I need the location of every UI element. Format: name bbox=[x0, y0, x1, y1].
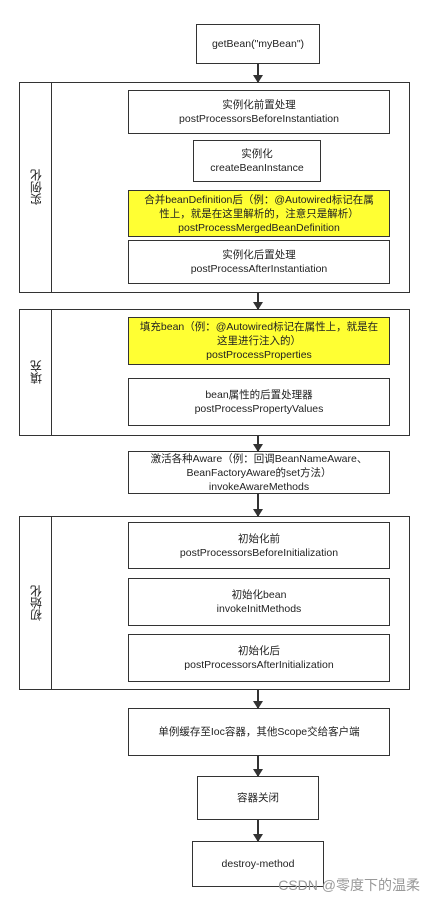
node-aware-line1: 激活各种Aware（例：回调BeanNameAware、 bbox=[150, 452, 368, 465]
group-instantiation-label: 实例化 bbox=[29, 169, 44, 206]
node-singleton-cache: 单例缓存至Ioc容器，其他Scope交给客户端 bbox=[128, 708, 390, 756]
node-invoke-init-line1: 初始化bean bbox=[231, 589, 287, 601]
group-populate-divider bbox=[51, 309, 52, 436]
arrow-cache-to-close bbox=[253, 756, 263, 777]
node-property-values-line1: bean属性的后置处理器 bbox=[205, 389, 313, 401]
node-merged-bean-definition: 合并beanDefinition后（例：@Autowired标记在属 性上，就是… bbox=[128, 190, 390, 237]
node-populate-properties: 填充bean（例：@Autowired标记在属性上，就是在 这里进行注入的） p… bbox=[128, 317, 390, 365]
node-before-init-line2: postProcessorsBeforeInitialization bbox=[179, 546, 339, 559]
group-initialization bbox=[19, 516, 410, 690]
node-property-values-line2: postProcessPropertyValues bbox=[194, 403, 324, 415]
node-populate-line1: 填充bean（例：@Autowired标记在属性上，就是在 bbox=[139, 321, 379, 333]
group-instantiation-divider bbox=[51, 82, 52, 293]
node-aware-methods: 激活各种Aware（例：回调BeanNameAware、 BeanFactory… bbox=[128, 451, 390, 494]
node-populate-line3: postProcessProperties bbox=[206, 349, 312, 361]
node-create-instance-line1: 实例化 bbox=[241, 148, 273, 160]
node-populate-line2: 这里进行注入的） bbox=[217, 335, 301, 347]
arrow-close-to-destroy bbox=[253, 820, 263, 842]
group-populate-label: 填充 bbox=[29, 360, 44, 385]
arrow-getbean-to-instantiation bbox=[253, 64, 263, 83]
group-instantiation bbox=[19, 82, 410, 293]
node-getbean-line1: getBean("myBean") bbox=[211, 38, 305, 50]
node-merged-line2: 性上，就是在这里解析的，注意只是解析） bbox=[159, 207, 359, 220]
group-initialization-divider bbox=[51, 516, 52, 690]
node-invoke-init: 初始化bean invokeInitMethods bbox=[128, 578, 390, 626]
arrow-instantiation-to-populate bbox=[253, 293, 263, 310]
node-cache-line1: 单例缓存至Ioc容器，其他Scope交给客户端 bbox=[158, 726, 360, 738]
node-after-init-line1: 初始化后 bbox=[238, 645, 280, 657]
node-getbean: getBean("myBean") bbox=[196, 24, 320, 64]
node-before-initialization: 初始化前 postProcessorsBeforeInitialization bbox=[128, 522, 390, 569]
node-invoke-init-line2: invokeInitMethods bbox=[216, 603, 302, 615]
group-populate bbox=[19, 309, 410, 436]
node-merged-line3: postProcessMergedBeanDefinition bbox=[178, 221, 340, 234]
group-initialization-label: 初始化 bbox=[29, 585, 44, 621]
node-container-close: 容器关闭 bbox=[197, 776, 319, 820]
node-aware-line2: BeanFactoryAware的set方法） bbox=[186, 466, 332, 479]
node-after-init-line2: postProcessorsAfterInitialization bbox=[184, 659, 334, 671]
arrow-populate-to-aware bbox=[253, 436, 263, 452]
node-close-line1: 容器关闭 bbox=[237, 792, 279, 804]
node-before-instantiation: 实例化前置处理 postProcessorsBeforeInstantiatio… bbox=[128, 90, 390, 134]
node-after-instantiation-line1: 实例化后置处理 bbox=[222, 249, 296, 261]
node-property-values: bean属性的后置处理器 postProcessPropertyValues bbox=[128, 378, 390, 426]
node-before-instantiation-line2: postProcessorsBeforeInstantiation bbox=[179, 113, 339, 125]
node-destroy-line1: destroy-method bbox=[221, 858, 295, 870]
node-merged-line1: 合并beanDefinition后（例：@Autowired标记在属 bbox=[144, 193, 374, 206]
arrow-aware-to-initialization bbox=[253, 494, 263, 517]
node-after-instantiation-line2: postProcessAfterInstantiation bbox=[190, 263, 328, 275]
arrow-initialization-to-cache bbox=[253, 690, 263, 709]
node-after-initialization: 初始化后 postProcessorsAfterInitialization bbox=[128, 634, 390, 682]
node-after-instantiation: 实例化后置处理 postProcessAfterInstantiation bbox=[128, 240, 390, 284]
node-create-instance-line2: createBeanInstance bbox=[210, 162, 304, 174]
node-aware-line3: invokeAwareMethods bbox=[208, 480, 310, 493]
node-before-init-line1: 初始化前 bbox=[238, 532, 280, 545]
node-destroy-method: destroy-method bbox=[192, 841, 324, 887]
node-before-instantiation-line1: 实例化前置处理 bbox=[222, 99, 296, 111]
node-create-instance: 实例化 createBeanInstance bbox=[193, 140, 321, 182]
csdn-watermark: CSDN @零度下的温柔 bbox=[278, 877, 420, 893]
